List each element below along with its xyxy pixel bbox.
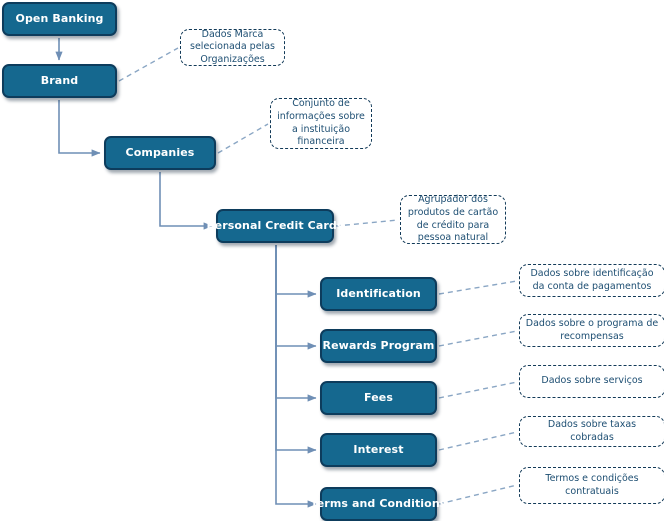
node-identification-label: Identification — [336, 286, 421, 300]
connector-brand-to-companies — [58, 100, 101, 157]
node-rewards-program-label: Rewards Program — [322, 338, 435, 352]
leader-fees-to-note — [438, 381, 518, 399]
node-fees[interactable]: Fees — [320, 381, 437, 415]
note-terms-and-conditions: Termos e condições contratuais — [519, 467, 664, 504]
note-interest-text: Dados sobre taxas cobradas — [547, 418, 637, 443]
note-brand-text: Dados Marca selecionada pelas Organizaçõ… — [190, 28, 275, 65]
connector-pcc-to-identification — [275, 245, 317, 298]
note-companies-text: Conjunto de informações sobre a institui… — [277, 98, 365, 148]
note-identification: Dados sobre identificação da conta de pa… — [519, 264, 664, 297]
connector-pcc-to-fees — [275, 245, 317, 402]
node-companies[interactable]: Companies — [104, 136, 216, 170]
note-brand: Dados Marca selecionada pelas Organizaçõ… — [180, 29, 285, 66]
node-terms-and-conditions-label: Terms and Conditions — [310, 496, 447, 510]
node-terms-and-conditions[interactable]: Terms and Conditions — [311, 487, 446, 521]
connector-pcc-to-interest — [275, 245, 317, 454]
node-interest[interactable]: Interest — [320, 433, 437, 467]
node-interest-label: Interest — [353, 442, 404, 456]
note-personal-credit-cards-text: Agrupador dos produtos de cartão de créd… — [407, 194, 499, 244]
node-open-banking-label: Open Banking — [15, 11, 104, 25]
note-fees-text: Dados sobre serviços — [541, 375, 643, 387]
node-companies-label: Companies — [125, 145, 195, 159]
note-identification-text: Dados sobre identificação da conta de pa… — [530, 267, 654, 292]
leader-companies-to-note — [217, 123, 269, 154]
note-fees: Dados sobre serviços — [519, 365, 664, 398]
node-open-banking[interactable]: Open Banking — [2, 2, 117, 36]
node-fees-label: Fees — [364, 390, 393, 404]
note-interest: Dados sobre taxas cobradas — [519, 416, 664, 447]
node-identification[interactable]: Identification — [320, 277, 437, 311]
note-companies: Conjunto de informações sobre a institui… — [270, 98, 372, 149]
note-rewards-program: Dados sobre o programa de recompensas — [519, 314, 664, 347]
note-rewards-program-text: Dados sobre o programa de recompensas — [525, 317, 659, 342]
leader-rewards-program-to-note — [438, 330, 518, 347]
node-rewards-program[interactable]: Rewards Program — [320, 329, 437, 363]
node-brand[interactable]: Brand — [2, 64, 117, 98]
leader-interest-to-note — [438, 431, 518, 451]
connector-pcc-to-terms-and-conditions — [275, 245, 317, 508]
leader-identification-to-note — [438, 280, 518, 295]
connector-pcc-to-rewards-program — [275, 245, 317, 350]
node-personal-credit-cards[interactable]: Personal Credit Cards — [206, 209, 343, 243]
node-personal-credit-cards-label: Personal Credit Cards — [206, 218, 344, 232]
note-personal-credit-cards: Agrupador dos produtos de cartão de créd… — [400, 194, 506, 244]
leader-brand-to-note — [118, 47, 179, 82]
connector-companies-to-personal-credit-cards — [159, 172, 213, 230]
node-brand-label: Brand — [40, 73, 79, 87]
note-terms-and-conditions-text: Termos e condições contratuais — [545, 472, 639, 497]
